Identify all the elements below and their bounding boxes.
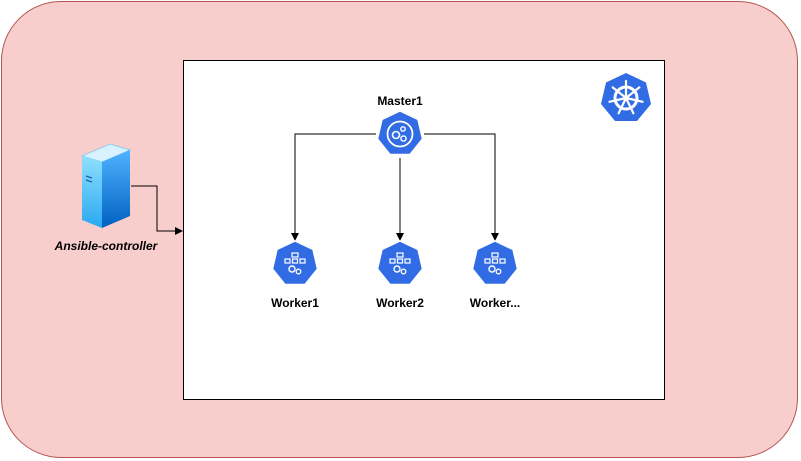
worker1-node-icon[interactable] (271, 240, 319, 288)
worker1-label: Worker1 (271, 296, 319, 310)
worker2-label: Worker2 (376, 296, 424, 310)
controller-label: Ansible-controller (54, 239, 158, 253)
kubernetes-logo-icon (601, 73, 651, 121)
worker3-node-icon[interactable] (471, 240, 519, 288)
master-label: Master1 (377, 94, 423, 108)
worker3-label: Worker... (469, 296, 521, 310)
kubernetes-cluster-box (183, 60, 665, 400)
worker2-node-icon[interactable] (376, 240, 424, 288)
kubernetes-control-plane-icon[interactable] (376, 110, 424, 158)
server-icon[interactable] (80, 142, 132, 230)
